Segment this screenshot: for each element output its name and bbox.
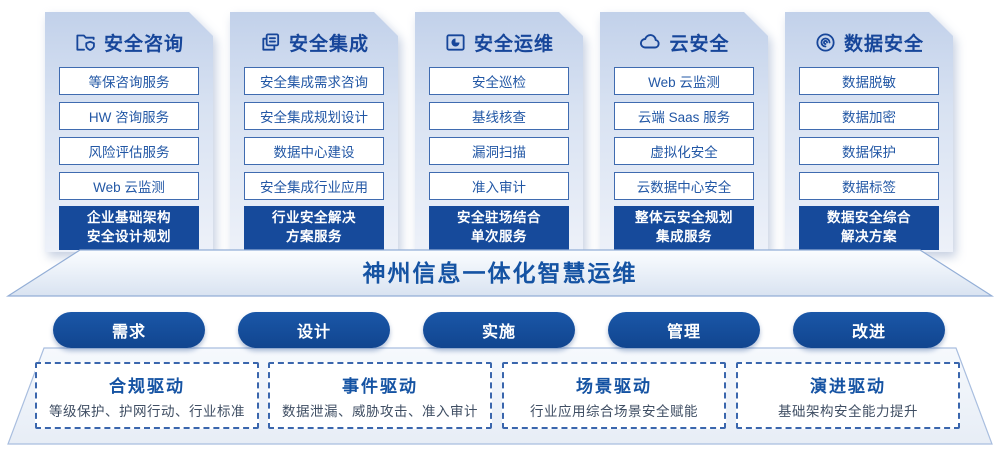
service-item: 数据加密 (799, 102, 939, 130)
driver-title: 合规驱动 (109, 376, 185, 396)
service-item: 数据标签 (799, 172, 939, 200)
highlight-line: 整体云安全规划 (635, 210, 733, 226)
driver-incident: 事件驱动 数据泄漏、威胁攻击、准入审计 (268, 362, 492, 429)
service-item: 漏洞扫描 (429, 137, 569, 165)
pillar-security-operations: 安全运维 安全巡检 基线核查 漏洞扫描 准入审计 安全驻场结合 单次服务 (415, 8, 583, 256)
pillar-header: 安全运维 (415, 28, 583, 56)
driver-description: 基础架构安全能力提升 (778, 403, 918, 419)
service-item: 基线核查 (429, 102, 569, 130)
highlight-line: 解决方案 (841, 229, 897, 244)
pillar-title: 云安全 (669, 33, 730, 55)
highlight-service: 数据安全综合 解决方案 (799, 206, 939, 250)
pillar-header: 数据安全 (785, 28, 953, 56)
service-item: HW 咨询服务 (59, 102, 199, 130)
highlight-line: 企业基础架构 (87, 210, 171, 226)
process-step-requirements: 需求 (53, 312, 205, 348)
service-item: 准入审计 (429, 172, 569, 200)
fingerprint-icon (814, 31, 837, 54)
service-item: 安全集成行业应用 (244, 172, 384, 200)
service-item: 数据中心建设 (244, 137, 384, 165)
service-item: 等保咨询服务 (59, 67, 199, 95)
pillar-cloud-security: 云安全 Web 云监测 云端 Saas 服务 虚拟化安全 云数据中心安全 整体云… (600, 8, 768, 256)
driver-title: 场景驱动 (576, 376, 652, 396)
service-item: 数据脱敏 (799, 67, 939, 95)
driver-description: 等级保护、护网行动、行业标准 (49, 403, 245, 419)
service-item: 云端 Saas 服务 (614, 102, 754, 130)
driver-evolution: 演进驱动 基础架构安全能力提升 (736, 362, 960, 429)
pillar-title: 安全集成 (288, 33, 369, 55)
pillar-security-consulting: 安全咨询 等保咨询服务 HW 咨询服务 风险评估服务 Web 云监测 企业基础架… (45, 8, 213, 256)
folder-pie-icon (444, 31, 467, 54)
pillar-security-integration: 安全集成 安全集成需求咨询 安全集成规划设计 数据中心建设 安全集成行业应用 行… (230, 8, 398, 256)
service-item: 数据保护 (799, 137, 939, 165)
service-item: 安全集成规划设计 (244, 102, 384, 130)
pillar-title: 数据安全 (843, 33, 924, 55)
pillar-header: 安全集成 (230, 28, 398, 56)
driver-description: 行业应用综合场景安全赋能 (530, 403, 698, 419)
process-step-improve: 改进 (793, 312, 945, 348)
pillar-card: 安全集成 安全集成需求咨询 安全集成规划设计 数据中心建设 安全集成行业应用 行… (230, 12, 398, 252)
banner-title: 神州信息一体化智慧运维 (362, 260, 638, 286)
highlight-line: 方案服务 (286, 229, 342, 244)
highlight-service: 安全驻场结合 单次服务 (429, 206, 569, 250)
highlight-line: 行业安全解决 (272, 210, 356, 226)
highlight-line: 单次服务 (471, 229, 527, 244)
service-item: Web 云监测 (59, 172, 199, 200)
pillar-card: 云安全 Web 云监测 云端 Saas 服务 虚拟化安全 云数据中心安全 整体云… (600, 12, 768, 252)
pillar-card: 安全咨询 等保咨询服务 HW 咨询服务 风险评估服务 Web 云监测 企业基础架… (45, 12, 213, 252)
pillar-title: 安全运维 (473, 33, 554, 55)
highlight-line: 集成服务 (656, 229, 712, 244)
highlight-line: 数据安全综合 (827, 210, 911, 226)
pillar-title: 安全咨询 (103, 33, 184, 55)
highlight-service: 行业安全解决 方案服务 (244, 206, 384, 250)
highlight-line: 安全设计规划 (87, 229, 171, 244)
service-item: Web 云监测 (614, 67, 754, 95)
documents-icon (259, 31, 282, 54)
driver-compliance: 合规驱动 等级保护、护网行动、行业标准 (35, 362, 259, 429)
driver-scenario: 场景驱动 行业应用综合场景安全赋能 (502, 362, 726, 429)
service-item: 安全巡检 (429, 67, 569, 95)
cloud-icon (638, 30, 662, 54)
pillar-card: 数据安全 数据脱敏 数据加密 数据保护 数据标签 数据安全综合 解决方案 (785, 12, 953, 252)
service-item: 虚拟化安全 (614, 137, 754, 165)
pillar-card: 安全运维 安全巡检 基线核查 漏洞扫描 准入审计 安全驻场结合 单次服务 (415, 12, 583, 252)
service-item: 风险评估服务 (59, 137, 199, 165)
highlight-service: 整体云安全规划 集成服务 (614, 206, 754, 250)
pillar-header: 安全咨询 (45, 28, 213, 56)
process-step-implement: 实施 (423, 312, 575, 348)
driver-title: 事件驱动 (342, 376, 418, 396)
highlight-line: 安全驻场结合 (457, 210, 541, 226)
service-item: 云数据中心安全 (614, 172, 754, 200)
driver-title: 演进驱动 (810, 376, 886, 396)
pillar-header: 云安全 (600, 28, 768, 56)
driver-description: 数据泄漏、威胁攻击、准入审计 (282, 403, 478, 419)
highlight-service: 企业基础架构 安全设计规划 (59, 206, 199, 250)
process-step-manage: 管理 (608, 312, 760, 348)
service-item: 安全集成需求咨询 (244, 67, 384, 95)
pillar-data-security: 数据安全 数据脱敏 数据加密 数据保护 数据标签 数据安全综合 解决方案 (785, 8, 953, 256)
banner-trapezoid (5, 249, 995, 297)
process-step-design: 设计 (238, 312, 390, 348)
folder-shield-icon (74, 31, 97, 54)
